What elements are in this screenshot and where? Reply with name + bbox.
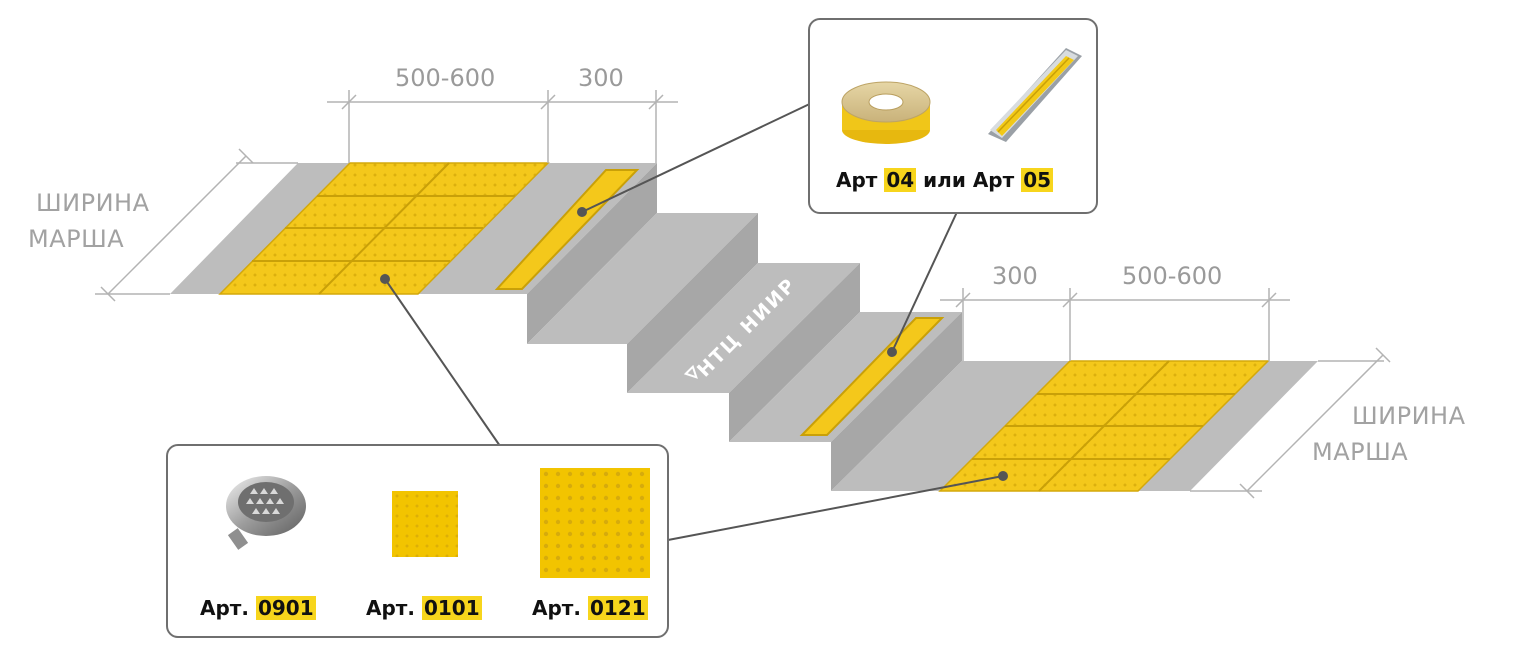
width-label-left-line2: МАРША [28,225,124,253]
leader-dots [380,207,1008,481]
caption-prefix-stud: Арт. [200,596,249,620]
large-tactile-tile-icon [540,468,650,578]
contrast-stripe-top [494,169,640,290]
caption-prefix-small: Арт. [366,596,415,620]
dim-label-bottom-right: 500-600 [1122,262,1222,290]
caption-prefix-2: Арт [972,168,1015,192]
riser-1 [527,163,657,344]
small-tactile-tile-icon [392,491,458,557]
callout-tactile-indicators: Арт. 0901 Арт. 0101 Арт. 0121 [166,444,669,638]
art-code-0121: 0121 [587,596,648,620]
tactile-field-bottom [938,360,1270,492]
contrast-stripe-bottom [799,317,945,436]
caption-small-tile: Арт. 0101 [366,596,482,620]
dim-label-bottom-left: 300 [992,262,1038,290]
tactile-stud-icon [226,476,306,550]
caption-joiner: или [923,168,966,192]
tread-1 [527,213,758,344]
aluminum-profile-icon [988,48,1082,142]
riser-2 [627,213,758,393]
riser-4 [831,312,962,491]
caption-prefix-1: Арт [836,168,878,192]
tape-roll-icon [841,81,931,144]
art-code-0101: 0101 [421,596,482,620]
caption-tape-or-profile: Арт 04 или Арт 05 [836,168,1054,192]
caption-prefix-large: Арт. [532,596,581,620]
riser-3 [729,263,860,442]
tactile-field-top [218,162,550,295]
art-code-05: 05 [1021,168,1054,192]
brand-logo-icon [683,364,698,379]
caption-stud: Арт. 0901 [200,596,316,620]
width-label-left-line1: ШИРИНА [36,189,150,217]
width-label-right-line1: ШИРИНА [1352,402,1466,430]
callout-stair-strip: Арт 04 или Арт 05 [808,18,1098,214]
art-code-0901: 0901 [255,596,316,620]
width-label-right-line2: МАРША [1312,438,1408,466]
caption-large-tile: Арт. 0121 [532,596,648,620]
leader-lines [384,99,1004,541]
dimension-lines [95,90,1391,499]
dim-label-top-left: 500-600 [395,64,495,92]
dim-label-top-right: 300 [578,64,624,92]
art-code-04: 04 [884,168,917,192]
tread-2 [627,263,860,393]
